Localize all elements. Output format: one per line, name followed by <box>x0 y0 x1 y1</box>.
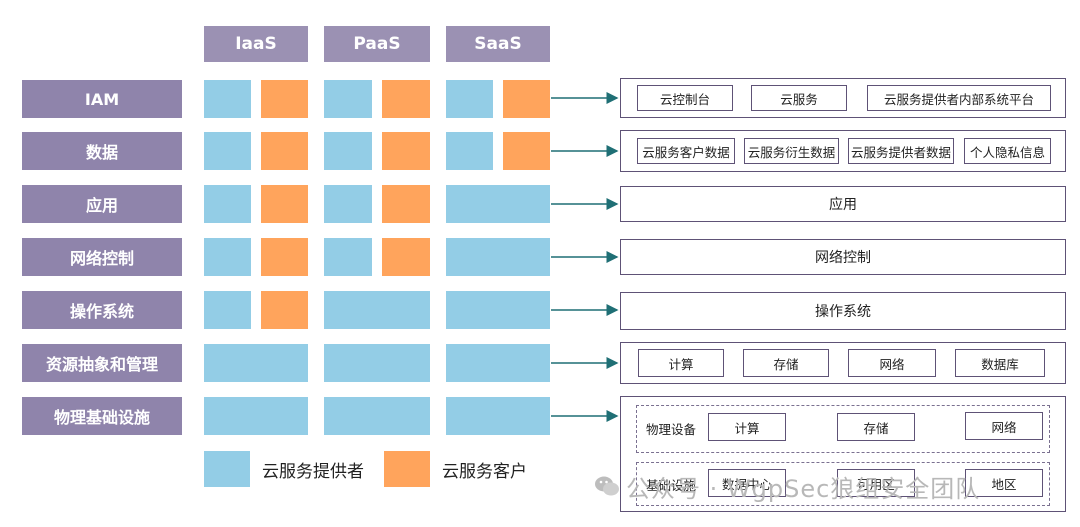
physical-facility-group <box>636 462 1050 506</box>
row-label-physical-infrastructure: 物理基础设施 <box>22 397 182 435</box>
data-item-derived-data: 云服务衍生数据 <box>744 138 839 164</box>
cell-iaas-orange <box>261 238 308 276</box>
application-panel: 应用 <box>620 186 1066 222</box>
resource-item-compute: 计算 <box>638 349 724 377</box>
cell-paas-blue <box>324 80 372 118</box>
iam-item-cloud-service: 云服务 <box>751 85 847 111</box>
column-header-iaas: IaaS <box>204 26 308 62</box>
data-item-personal-privacy: 个人隐私信息 <box>964 138 1051 164</box>
cell-iaas-blue <box>204 344 308 382</box>
cell-paas-blue <box>324 185 372 223</box>
cell-paas-orange <box>382 238 430 276</box>
physical-facility-datacenter: 数据中心 <box>708 469 786 497</box>
cell-saas-blue <box>446 80 493 118</box>
cell-saas-orange <box>503 80 550 118</box>
legend-customer-swatch <box>384 451 430 487</box>
cell-saas-blue <box>446 397 550 435</box>
resource-item-storage: 存储 <box>743 349 829 377</box>
physical-facility-availability-zone: 可用区 <box>837 469 915 497</box>
row-label-application: 应用 <box>22 185 182 223</box>
cell-paas-blue <box>324 344 430 382</box>
cell-iaas-orange <box>261 185 308 223</box>
iam-item-cloud-console: 云控制台 <box>637 85 733 111</box>
resource-item-network: 网络 <box>848 349 936 377</box>
physical-equipment-storage: 存储 <box>837 413 915 441</box>
cell-iaas-orange <box>261 80 308 118</box>
cell-iaas-orange <box>261 291 308 329</box>
physical-equipment-label: 物理设备 <box>646 421 697 437</box>
cell-iaas-blue <box>204 132 251 170</box>
cell-paas-blue <box>324 132 372 170</box>
watermark-text: 公众号 · WgpSec狼组安全团队 <box>626 474 981 503</box>
row-label-network-control: 网络控制 <box>22 238 182 276</box>
column-header-saas: SaaS <box>446 26 550 62</box>
cell-saas-orange <box>503 132 550 170</box>
operating-system-panel: 操作系统 <box>620 292 1066 330</box>
row-label-iam: IAM <box>22 80 182 118</box>
cell-saas-blue <box>446 132 493 170</box>
physical-facility-region: 地区 <box>965 469 1043 497</box>
wechat-icon <box>594 473 620 499</box>
physical-equipment-network: 网络 <box>965 412 1043 440</box>
data-item-customer-data: 云服务客户数据 <box>637 138 735 164</box>
legend-provider-label: 云服务提供者 <box>262 461 364 482</box>
cell-iaas-blue <box>204 80 251 118</box>
row-label-data: 数据 <box>22 132 182 170</box>
cell-iaas-blue <box>204 185 251 223</box>
cell-iaas-blue <box>204 397 308 435</box>
physical-equipment-compute: 计算 <box>708 413 786 441</box>
network-control-panel: 网络控制 <box>620 239 1066 275</box>
physical-facility-label: 基础设施 <box>646 477 697 493</box>
cell-saas-blue <box>446 238 550 276</box>
row-label-resource-abstraction: 资源抽象和管理 <box>22 344 182 382</box>
cell-saas-blue <box>446 291 550 329</box>
cell-iaas-blue <box>204 291 251 329</box>
column-header-paas: PaaS <box>324 26 430 62</box>
row-label-operating-system: 操作系统 <box>22 291 182 329</box>
cell-iaas-orange <box>261 132 308 170</box>
cell-saas-blue <box>446 344 550 382</box>
cell-paas-orange <box>382 80 430 118</box>
cell-paas-blue <box>324 238 372 276</box>
legend-provider-swatch <box>204 451 250 487</box>
physical-equipment-group <box>636 405 1050 453</box>
legend-customer-label: 云服务客户 <box>442 461 527 482</box>
cell-paas-orange <box>382 185 430 223</box>
iam-item-provider-internal-platform: 云服务提供者内部系统平台 <box>867 85 1051 111</box>
cell-paas-orange <box>382 132 430 170</box>
cell-saas-blue <box>446 185 550 223</box>
data-item-provider-data: 云服务提供者数据 <box>848 138 954 164</box>
cell-paas-blue <box>324 397 430 435</box>
cell-iaas-blue <box>204 238 251 276</box>
cell-paas-blue <box>324 291 430 329</box>
resource-item-database: 数据库 <box>955 349 1045 377</box>
